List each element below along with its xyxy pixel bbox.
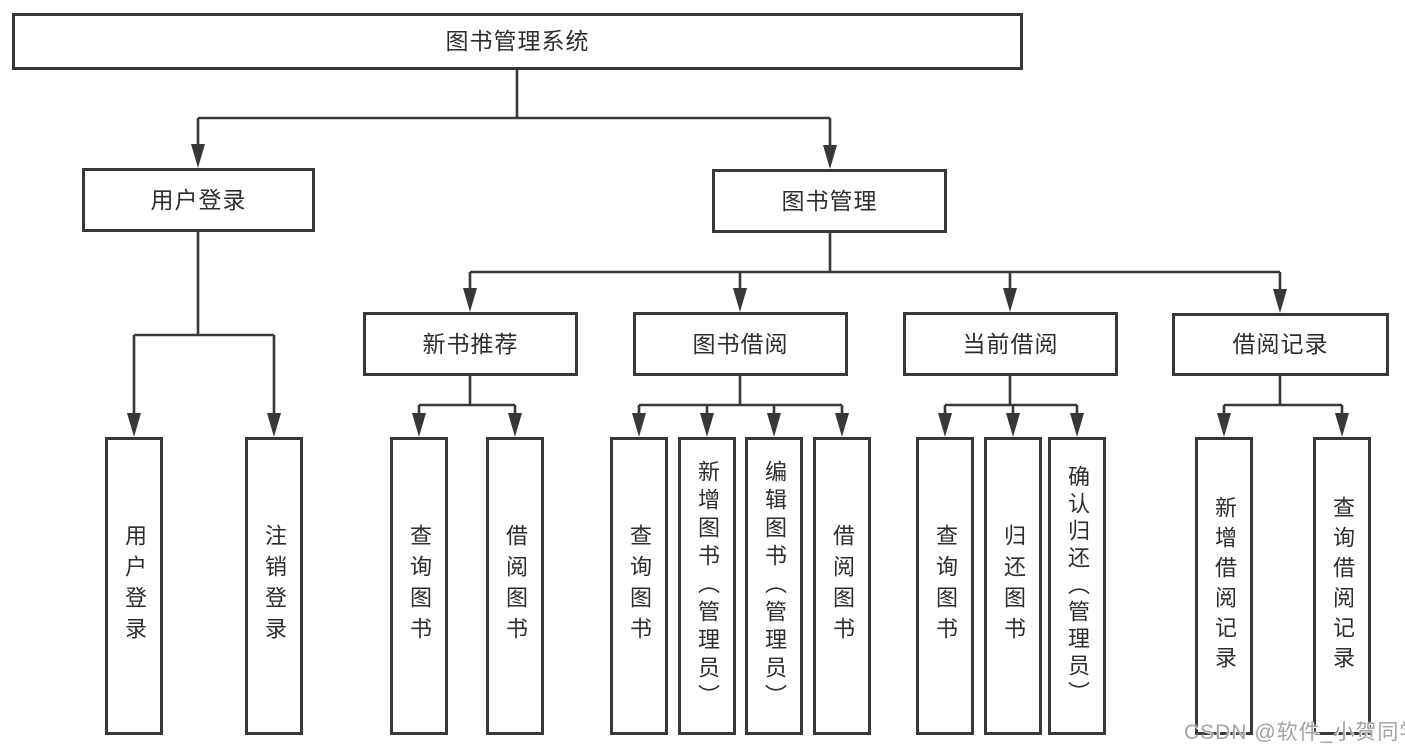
node-book-management: 图书管理 [712, 169, 947, 233]
leaf-current-confirm-return-admin: 确认归还（管理员） [1048, 437, 1106, 735]
leaf-logout: 注销登录 [245, 437, 303, 735]
node-borrowing-records: 借阅记录 [1172, 313, 1389, 376]
leaf-recommendation-borrow-books: 借阅图书 [486, 437, 544, 735]
leaf-borrowing-add-books-admin: 新增图书（管理员） [678, 437, 736, 735]
leaf-current-return-books: 归还图书 [984, 437, 1042, 735]
node-book-borrowing: 图书借阅 [633, 312, 848, 376]
node-current-borrowing: 当前借阅 [903, 312, 1118, 376]
leaf-user-login: 用户登录 [105, 437, 163, 735]
node-root-library-management-system: 图书管理系统 [12, 13, 1023, 70]
csdn-watermark: CSDN @软件_小贺同学 [1184, 721, 1405, 744]
node-new-book-recommendation: 新书推荐 [363, 312, 578, 376]
leaf-borrowing-query-books: 查询图书 [610, 437, 668, 735]
leaf-records-add-borrow-record: 新增借阅记录 [1195, 437, 1253, 735]
leaf-borrowing-edit-books-admin: 编辑图书（管理员） [745, 437, 803, 735]
leaf-records-query-borrow-record: 查询借阅记录 [1313, 437, 1371, 735]
leaf-current-query-books: 查询图书 [916, 437, 974, 735]
node-user-login: 用户登录 [82, 168, 315, 232]
leaf-borrowing-borrow-books: 借阅图书 [813, 437, 871, 735]
leaf-recommendation-query-books: 查询图书 [390, 437, 448, 735]
